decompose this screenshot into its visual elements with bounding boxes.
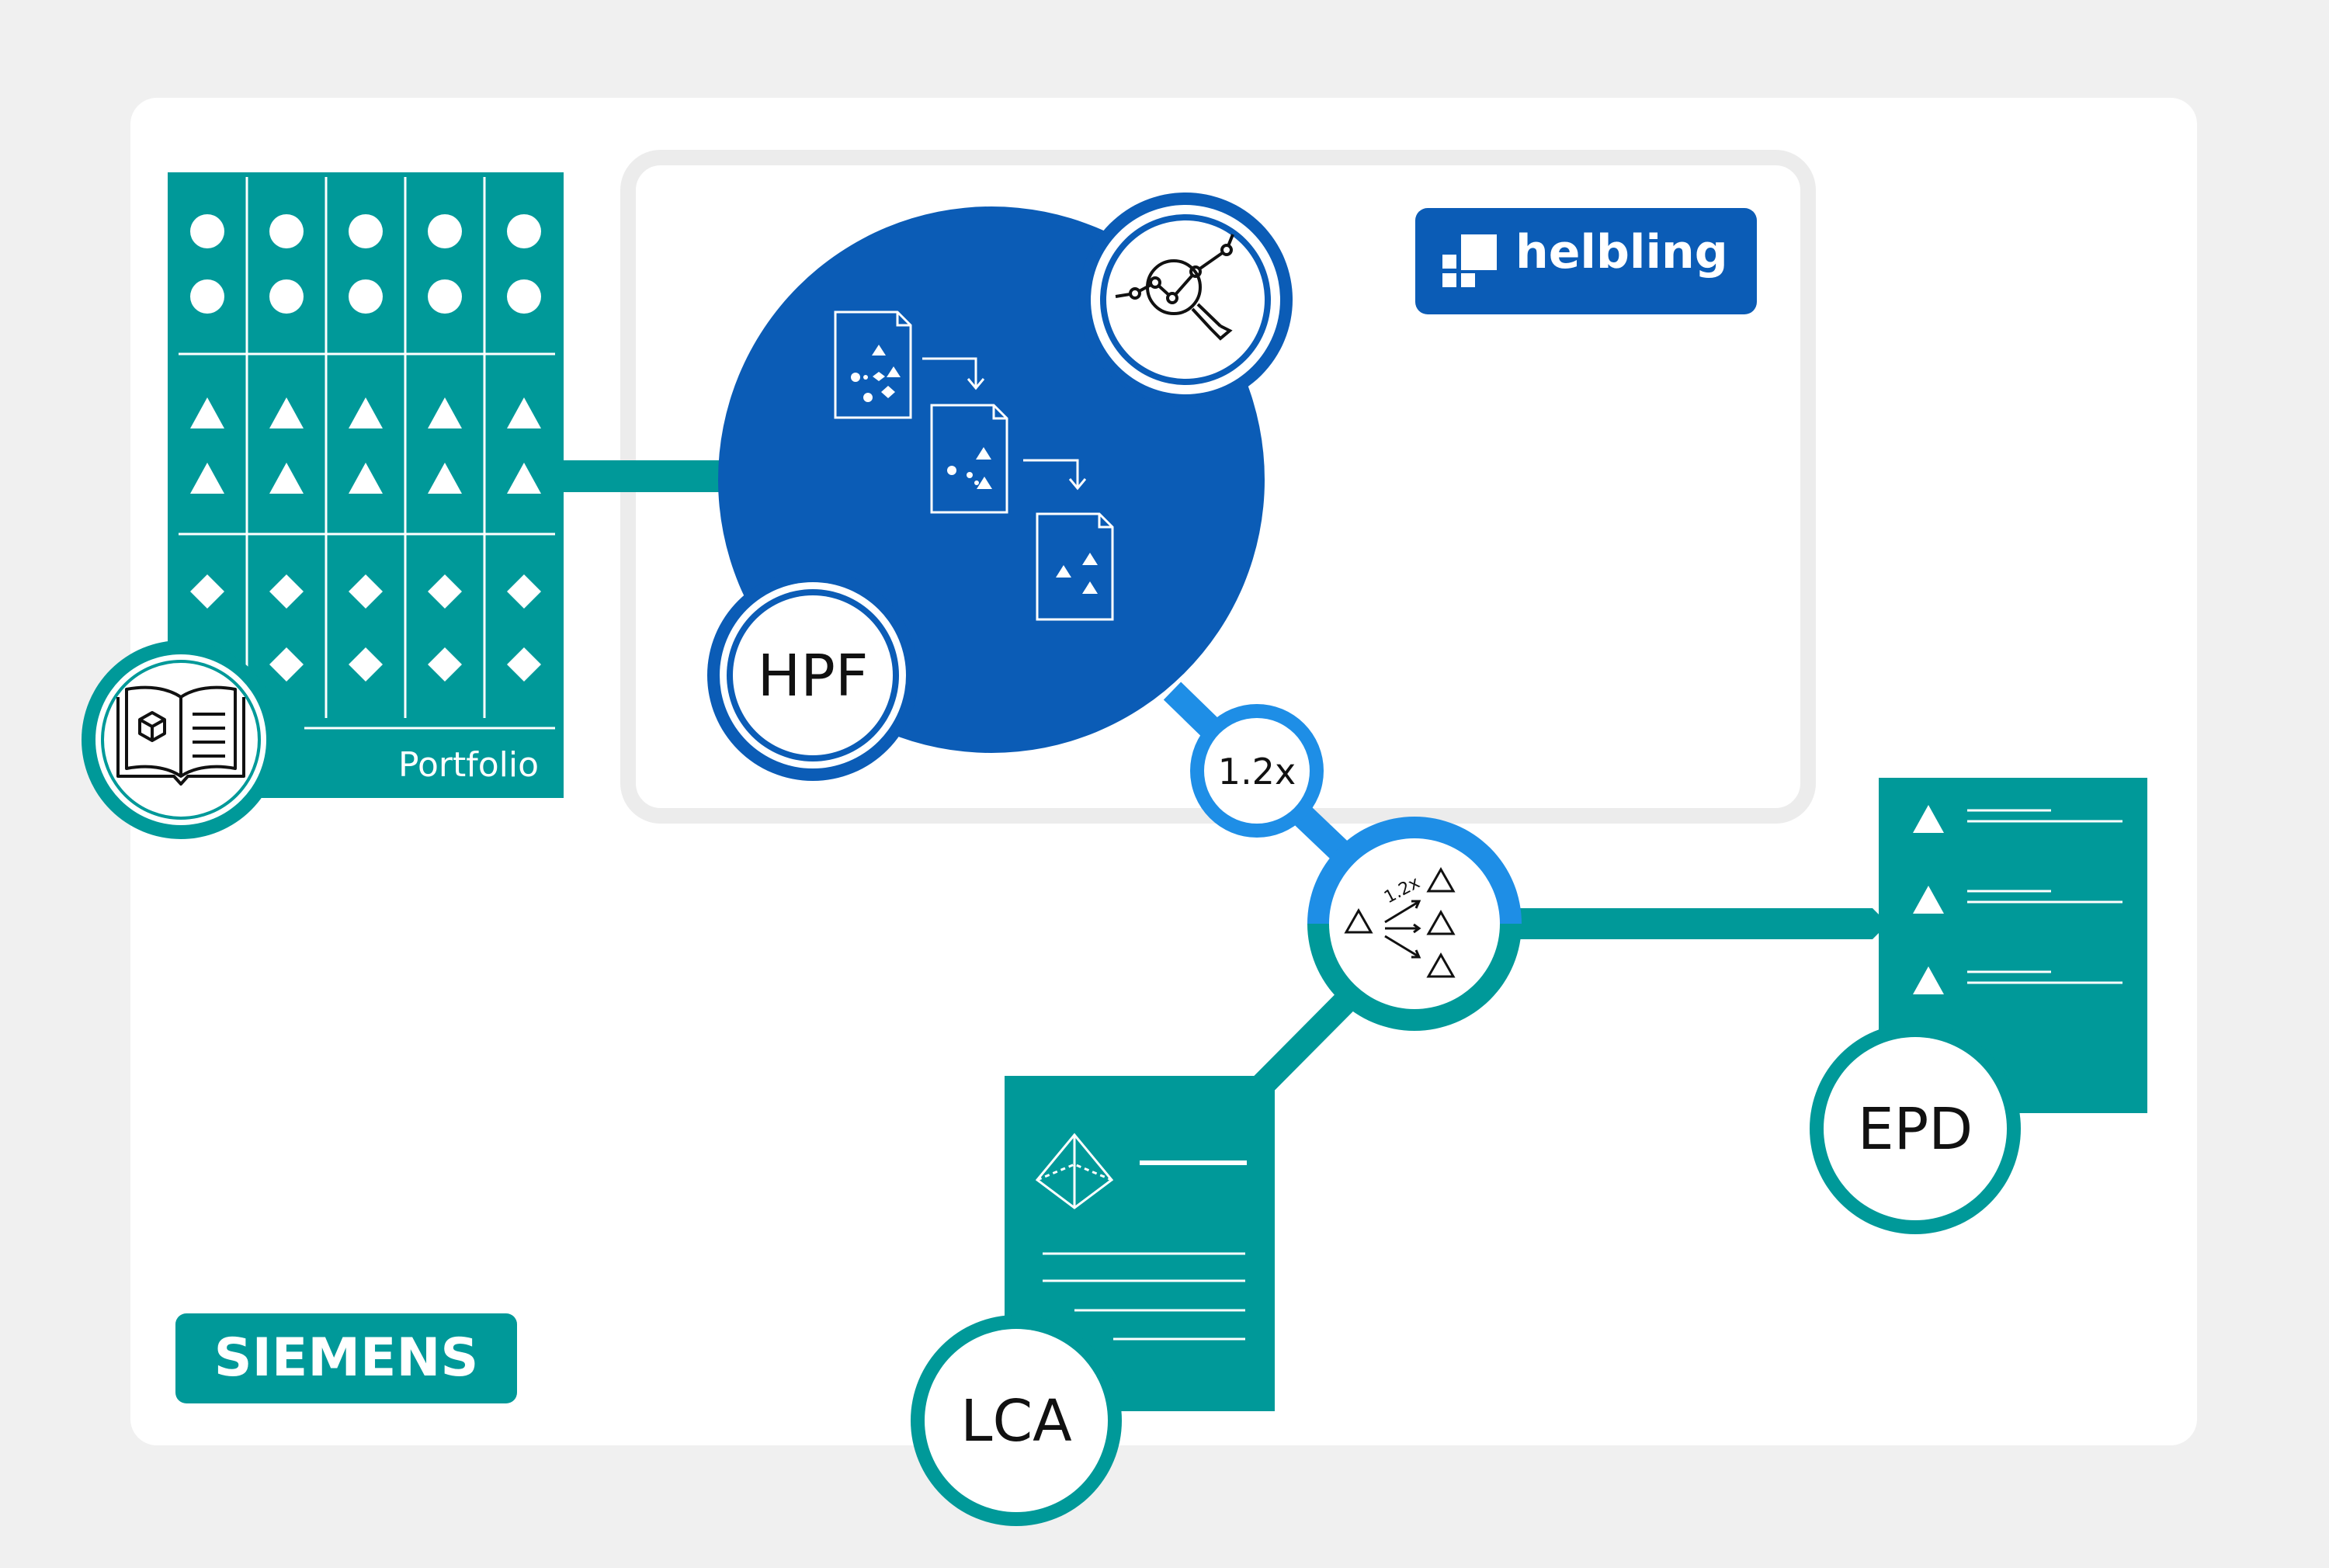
open-book-icon (116, 685, 245, 786)
portfolio-circle-mark (507, 279, 541, 314)
siemens-logo: SIEMENS (175, 1313, 517, 1403)
portfolio-triangle-mark (507, 463, 541, 494)
portfolio-circle-mark (349, 279, 383, 314)
portfolio-triangle-mark (190, 463, 224, 494)
portfolio-circle-mark (507, 214, 541, 248)
portfolio-triangle-mark (349, 397, 383, 428)
portfolio-diamond-mark (428, 647, 462, 682)
portfolio-marks (190, 214, 541, 682)
lca-label: LCA (960, 1388, 1072, 1455)
siemens-label: SIEMENS (214, 1327, 479, 1389)
triangle-list-icon (1913, 805, 2122, 994)
lca-badge: LCA (911, 1315, 1122, 1526)
helbling-logo-squares-icon (1442, 234, 1497, 287)
portfolio-circle-mark (190, 214, 224, 248)
portfolio-diamond-mark (507, 647, 541, 682)
portfolio-triangle-mark (269, 463, 304, 494)
helbling-label: helbling (1515, 225, 1728, 279)
hpf-badge: HPF (707, 570, 918, 781)
triangle-scaling-icon (1344, 866, 1456, 978)
epd-label: EPD (1858, 1096, 1973, 1163)
portfolio-diamond-mark (190, 574, 224, 609)
scaling-hub: 1.2x (1307, 817, 1522, 1031)
pyramid-icon (1035, 1133, 1114, 1209)
portfolio-label: Portfolio (398, 745, 539, 785)
portfolio-triangle-mark (190, 397, 224, 428)
diagram-card (130, 98, 2197, 1445)
portfolio-circle-mark (428, 214, 462, 248)
portfolio-circle-mark (190, 279, 224, 314)
epd-badge: EPD (1810, 1023, 2021, 1234)
portfolio-diamond-mark (269, 647, 304, 682)
portfolio-diamond-mark (349, 647, 383, 682)
portfolio-triangle-mark (507, 397, 541, 428)
portfolio-circle-mark (269, 279, 304, 314)
portfolio-triangle-mark (428, 397, 462, 428)
portfolio-diamond-mark (507, 574, 541, 609)
portfolio-diamond-mark (428, 574, 462, 609)
portfolio-diamond-mark (349, 574, 383, 609)
hpf-label: HPF (758, 643, 869, 709)
factor-label: 1.2x (1218, 751, 1296, 793)
chart-magnifier-icon (1115, 234, 1234, 341)
portfolio-triangle-mark (349, 463, 383, 494)
portfolio-circle-mark (428, 279, 462, 314)
portfolio-circle-mark (269, 214, 304, 248)
portfolio-triangle-mark (428, 463, 462, 494)
analysis-badge (1078, 193, 1293, 407)
portfolio-circle-mark (349, 214, 383, 248)
portfolio-to-hpf-arrow (554, 460, 733, 492)
portfolio-diamond-mark (269, 574, 304, 609)
hub-to-epd-arrow (1519, 908, 1888, 939)
portfolio-badge (82, 640, 280, 839)
document-filtering-icon (834, 310, 1114, 621)
factor-badge: 1.2x (1190, 704, 1324, 838)
helbling-logo: helbling (1415, 208, 1757, 314)
portfolio-triangle-mark (269, 397, 304, 428)
